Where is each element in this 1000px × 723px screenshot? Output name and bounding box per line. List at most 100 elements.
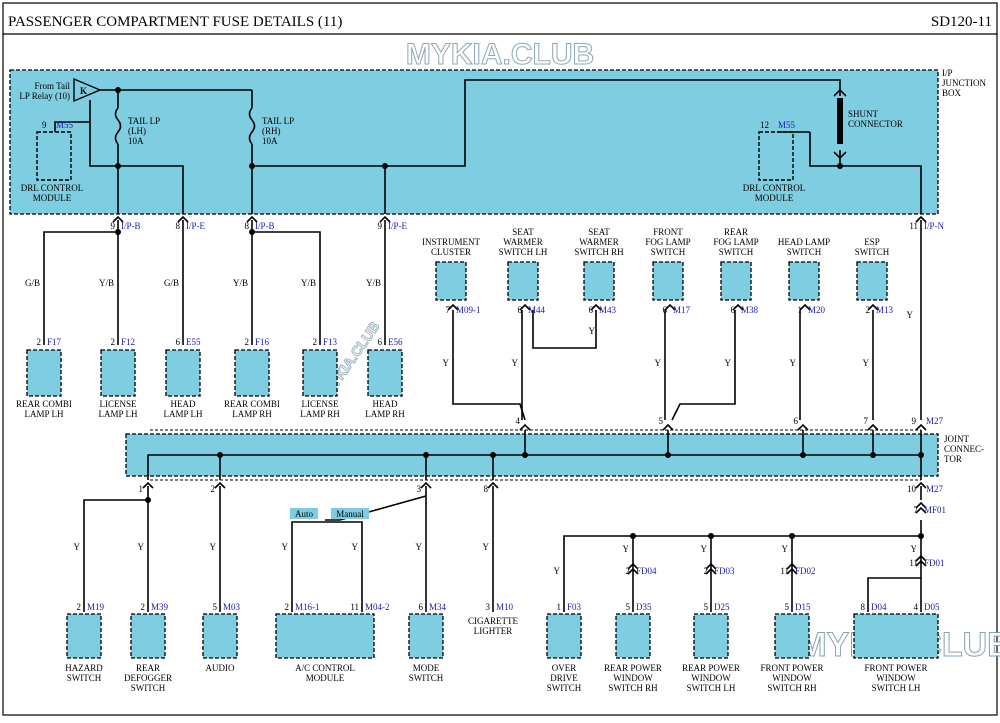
upper-switch-7-label-1: ESP [864, 237, 880, 247]
lower-11-label-1: FRONT POWER [864, 663, 927, 673]
drl-control-module-left: 9 M55 DRL CONTROL MODULE [21, 120, 90, 203]
lamp-4-label-1: REAR COMBI [224, 399, 280, 409]
inline-connector-icon [786, 562, 798, 575]
upper-switch-2-label-3: SWITCH LH [499, 247, 548, 257]
lower-8-conn: D35 [636, 602, 652, 612]
joint-top-pin: 7 [864, 416, 869, 426]
lamp-6-label-2: LAMP RH [365, 409, 405, 419]
junction-dot [249, 163, 255, 169]
upper-switch-6-conn: M20 [808, 305, 826, 315]
upper-switch-4-label-2: FOG LAMP [645, 237, 690, 247]
junction-dot [249, 229, 255, 235]
lower-2-label-3: SWITCH [131, 683, 166, 693]
wire-color-y-label: Y [443, 358, 450, 368]
lower-1-label-2: SWITCH [67, 673, 102, 683]
junction-dot [115, 163, 121, 169]
junction-box-label: I/P JUNCTION BOX [942, 68, 986, 98]
upper-switch-7-label-2: SWITCH [855, 247, 890, 257]
junction-dot [490, 452, 496, 458]
lamp-6-conn: E56 [388, 337, 403, 347]
joint-bottom-chevron-icon [142, 481, 154, 489]
upper-switch-5-label-2: FOG LAMP [713, 237, 758, 247]
wire-color-y-label: Y [725, 358, 732, 368]
load-box [130, 613, 166, 659]
wire-to-front-pw-lh-pin8 [867, 577, 921, 612]
inline-1-conn: FD04 [636, 566, 657, 576]
shunt-line1: SHUNT [848, 109, 879, 119]
lamp-1-conn: F17 [47, 337, 62, 347]
ip-output-2-conn: I/P-E [186, 221, 206, 231]
drl-right-wire [809, 132, 840, 167]
wire-color-y-label: Y [554, 566, 561, 576]
junction-dot [382, 163, 388, 169]
junction-dot [665, 452, 671, 458]
load-box [774, 613, 810, 659]
lamp-5-label-1: LICENSE [302, 399, 340, 409]
switch-box [507, 261, 539, 301]
switch-box [788, 261, 820, 301]
upper-switch-1-conn: M09-1 [456, 305, 481, 315]
upper-switch-3-conn: M43 [599, 305, 617, 315]
upper-switch-4-conn: M17 [673, 305, 691, 315]
fuse-lh-line2: (LH) [128, 126, 146, 136]
inline-3-pin: 11 [780, 566, 789, 576]
shunt-connector-bar [837, 98, 843, 144]
lower-5-label-1: MODE [413, 663, 440, 673]
lower-1-conn: M19 [87, 602, 105, 612]
lamp-3-label-2: LAMP LH [164, 409, 203, 419]
joint-top-pin: 6 [794, 416, 799, 426]
lower-4-conn: M16-1 [295, 602, 320, 612]
lower-6-pin: 3 [486, 602, 491, 612]
junction-box-label-line2: JUNCTION [942, 78, 986, 88]
ip-junction-box [9, 69, 939, 215]
joint-top-chevron-icon [519, 423, 531, 431]
wire-color-label: Y/B [99, 278, 114, 288]
wire-color-label: Y/B [233, 278, 248, 288]
upper-switch-7-conn: M13 [876, 305, 894, 315]
junction-dot [708, 533, 714, 539]
joint-connector-label: JOINT CONNEC- TOR [944, 434, 984, 464]
upper-switch-wires [452, 310, 874, 421]
wire-color-y-label: Y [655, 358, 662, 368]
auto-tag [290, 508, 318, 519]
wire-to-hazard [83, 486, 149, 612]
upper-switch-5-label-1: REAR [724, 227, 748, 237]
ip-output-3-pin: 8 [245, 221, 250, 231]
junction-box-label-line3: BOX [942, 88, 962, 98]
wire-to-overdrive [563, 520, 922, 612]
lower-4b-pin: 11 [350, 602, 359, 612]
wire-color-y-label: Y [282, 542, 289, 552]
lamp-1-label-2: LAMP LH [25, 409, 64, 419]
lower-1-label-1: HAZARD [65, 663, 103, 673]
ip-output-chevron-icon [379, 215, 391, 223]
lower-3-pin: 5 [213, 602, 218, 612]
switch-chevron-icon [519, 303, 531, 311]
switch-chevron-icon [867, 303, 879, 311]
upper-switch-6-label-1: HEAD LAMP [778, 237, 830, 247]
ip-output-4-conn: I/P-E [388, 221, 408, 231]
lower-11-conn: D04 [871, 602, 887, 612]
wire-to-license-rh [252, 231, 321, 345]
junction-dot [918, 452, 924, 458]
relay-from-line1: From Tail [35, 81, 71, 91]
upper-switch-4-label-3: SWITCH [651, 247, 686, 257]
upper-switch-3-label-2: WARMER [579, 237, 619, 247]
joint-label-3: TOR [944, 454, 962, 464]
lower-11-label-2: WINDOW [876, 673, 916, 683]
wire-color-y-label: Y [138, 542, 145, 552]
inline-4-conn: FD01 [924, 558, 945, 568]
junction-dot [217, 452, 223, 458]
wire-color-y-label: Y [512, 358, 519, 368]
upper-switch-5-pin: 6 [731, 305, 736, 315]
lower-3-label-1: AUDIO [206, 663, 235, 673]
